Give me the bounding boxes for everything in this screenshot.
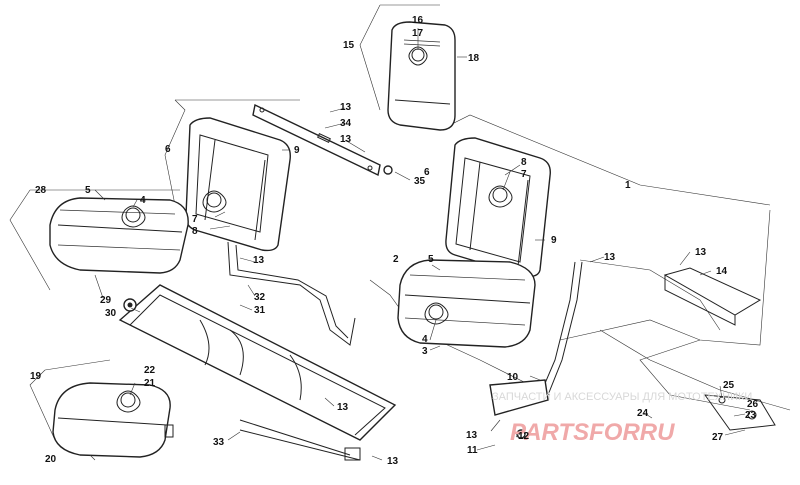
callout-12: 12 <box>518 431 530 442</box>
callout-27: 27 <box>712 432 724 443</box>
seat-back-right <box>445 137 551 278</box>
callout-9-right: 9 <box>551 235 557 246</box>
callout-6: 6 <box>165 144 171 155</box>
callout-35: 35 <box>414 176 426 187</box>
callout-21: 21 <box>144 378 156 389</box>
leader-lines <box>89 28 746 461</box>
callout-17: 17 <box>412 28 424 39</box>
callout-4-left: 4 <box>140 195 146 206</box>
callout-11: 11 <box>467 445 478 456</box>
callout-labels: 1 2 3 4 4 5 5 6 6 7 7 8 8 9 9 10 11 12 1… <box>30 15 759 467</box>
callout-25: 25 <box>723 380 735 391</box>
watermark-brand: PARTSFORRU <box>510 419 675 446</box>
callout-28: 28 <box>35 185 47 196</box>
seat-cushion-left <box>49 197 189 274</box>
callout-23: 23 <box>745 410 757 421</box>
callout-13-e: 13 <box>695 247 707 258</box>
callout-24: 24 <box>637 408 649 419</box>
callout-5-right: 5 <box>428 254 434 265</box>
callout-4: 4 <box>422 334 428 345</box>
callout-32: 32 <box>254 292 266 303</box>
callout-13-b: 13 <box>340 134 352 145</box>
callout-31: 31 <box>254 305 266 316</box>
callout-6-right: 6 <box>424 167 430 178</box>
seat-back-left <box>185 117 291 252</box>
callout-15: 15 <box>343 40 355 51</box>
callout-34: 34 <box>340 118 352 129</box>
callout-7: 7 <box>192 214 198 225</box>
callout-5: 5 <box>85 185 91 196</box>
callout-8-right: 8 <box>521 157 527 168</box>
side-rail-10 <box>489 261 583 416</box>
support-bar-32 <box>227 241 356 346</box>
callout-1: 1 <box>625 180 631 191</box>
seat-cushion-bottom <box>52 382 174 458</box>
callout-9: 9 <box>294 145 300 156</box>
callout-14: 14 <box>716 266 728 277</box>
callout-16: 16 <box>412 15 424 26</box>
callout-3: 3 <box>422 346 428 357</box>
seat-cushion-right <box>397 259 536 348</box>
callout-19: 19 <box>30 371 42 382</box>
callout-13-c: 13 <box>253 255 265 266</box>
callout-33: 33 <box>213 437 225 448</box>
callout-13-g: 13 <box>387 456 399 467</box>
callout-7-right: 7 <box>521 169 527 180</box>
watermark-caption: ЗАПЧАСТИ И АКСЕССУАРЫ ДЛЯ МОТОТЕХНИКИ <box>492 391 752 403</box>
callout-26: 26 <box>747 399 759 410</box>
callout-2: 2 <box>393 254 399 265</box>
callout-10: 10 <box>507 372 519 383</box>
callout-13-d: 13 <box>604 252 616 263</box>
bracket-14 <box>663 267 762 326</box>
hardware <box>123 165 526 439</box>
bracket-bar-34 <box>252 103 381 177</box>
callout-13-h: 13 <box>466 430 478 441</box>
callout-8: 8 <box>192 226 198 237</box>
callout-22: 22 <box>144 365 156 376</box>
callout-20: 20 <box>45 454 57 465</box>
callout-18: 18 <box>468 53 480 64</box>
seat-back-15 <box>387 21 456 131</box>
watermark: ЗАПЧАСТИ И АКСЕССУАРЫ ДЛЯ МОТОТЕХНИКИ PA… <box>492 391 752 446</box>
callout-30: 30 <box>105 308 117 319</box>
callout-29: 29 <box>100 295 112 306</box>
callout-13-f: 13 <box>337 402 349 413</box>
seat-frame-31 <box>118 284 397 461</box>
callout-13-a: 13 <box>340 102 352 113</box>
